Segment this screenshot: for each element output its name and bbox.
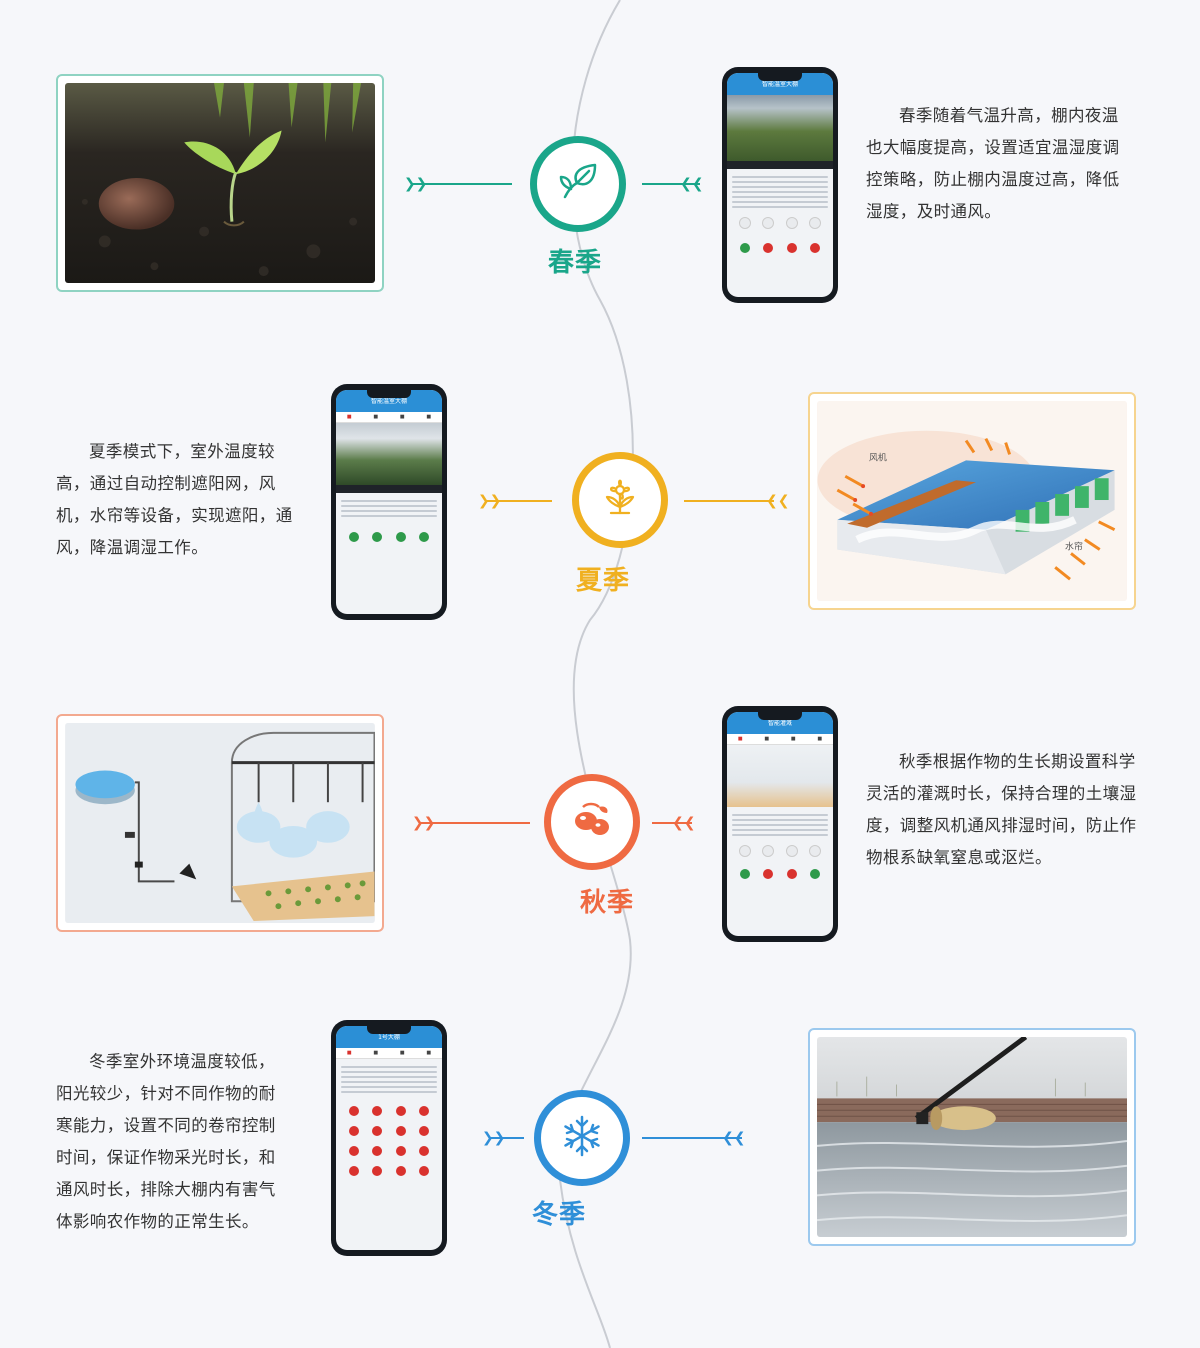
spring-circle bbox=[530, 136, 626, 232]
spring-label: 春季 bbox=[548, 248, 603, 278]
autumn-phone-header: 智能灌溉 bbox=[727, 712, 833, 734]
spring-description: 春季随着气温升高，棚内夜温也大幅度提高，设置适宜温湿度调控策略，防止棚内温度过高… bbox=[866, 106, 1120, 221]
summer-arrow-right: ❮❮ bbox=[766, 493, 790, 509]
autumn-connector-left bbox=[420, 822, 530, 824]
autumn-phone-diagram bbox=[727, 745, 833, 807]
winter-label: 冬季 bbox=[532, 1200, 587, 1230]
summer-image-frame: 风机 水帘 bbox=[808, 392, 1136, 610]
winter-photo-frame bbox=[808, 1028, 1136, 1246]
spring-connector-right bbox=[642, 183, 700, 185]
water-curtain-label: 水帘 bbox=[1065, 541, 1083, 553]
flower-icon bbox=[597, 475, 643, 525]
summer-phone-header: 智能温室大棚 bbox=[336, 390, 442, 412]
winter-circle bbox=[534, 1090, 630, 1186]
autumn-circle bbox=[544, 774, 640, 870]
winter-connector-left bbox=[490, 1137, 524, 1139]
winter-arrow-left: ❯❯ bbox=[482, 1130, 506, 1146]
summer-circle bbox=[572, 452, 668, 548]
spring-arrow-right: ❮❮ bbox=[680, 176, 704, 192]
winter-description: 冬季室外环境温度较低，阳光较少，针对不同作物的耐寒能力，设置不同的卷帘控制时间，… bbox=[56, 1052, 276, 1231]
summer-connector-left bbox=[486, 500, 552, 502]
autumn-phone: 智能灌溉 ■■■■ bbox=[722, 706, 838, 942]
spring-phone-video bbox=[727, 95, 833, 161]
autumn-image-frame bbox=[56, 714, 384, 932]
summer-connector-right bbox=[684, 500, 774, 502]
spring-photo-frame bbox=[56, 74, 384, 292]
autumn-arrow-left: ❯❯ bbox=[412, 815, 436, 831]
autumn-label: 秋季 bbox=[580, 888, 635, 918]
summer-label: 夏季 bbox=[576, 566, 631, 596]
winter-arrow-right: ❮❮ bbox=[722, 1130, 746, 1146]
spring-arrow-left: ❯❯ bbox=[404, 176, 428, 192]
autumn-connector-right bbox=[652, 822, 692, 824]
summer-phone-video bbox=[336, 423, 442, 485]
winter-phone: 1号大棚 ■■■■ bbox=[331, 1020, 447, 1256]
greenhouse-cooling-diagram: 风机 水帘 bbox=[817, 401, 1127, 601]
autumn-arrow-right: ❮❮ bbox=[672, 815, 696, 831]
fruit-icon bbox=[569, 797, 615, 847]
fan-label: 风机 bbox=[869, 451, 887, 463]
summer-description: 夏季模式下，室外温度较高，通过自动控制遮阳网，风机，水帘等设备，实现遮阳，通风，… bbox=[56, 442, 293, 557]
spring-phone-header: 智能温室大棚 bbox=[727, 73, 833, 95]
spring-phone: 智能温室大棚 bbox=[722, 67, 838, 303]
winter-connector-right bbox=[642, 1137, 742, 1139]
seedling-photo bbox=[65, 83, 375, 283]
leaf-icon bbox=[555, 159, 601, 209]
summer-arrow-left: ❯❯ bbox=[478, 493, 502, 509]
summer-phone: 智能温室大棚 ■■■■ bbox=[331, 384, 447, 620]
greenhouse-roller-photo bbox=[817, 1037, 1127, 1237]
winter-phone-header: 1号大棚 bbox=[336, 1026, 442, 1048]
autumn-description: 秋季根据作物的生长期设置科学灵活的灌溉时长，保持合理的土壤湿度，调整风机通风排湿… bbox=[866, 752, 1137, 867]
snowflake-icon bbox=[559, 1113, 605, 1163]
spring-connector-left bbox=[412, 183, 512, 185]
irrigation-system-diagram bbox=[65, 723, 375, 923]
